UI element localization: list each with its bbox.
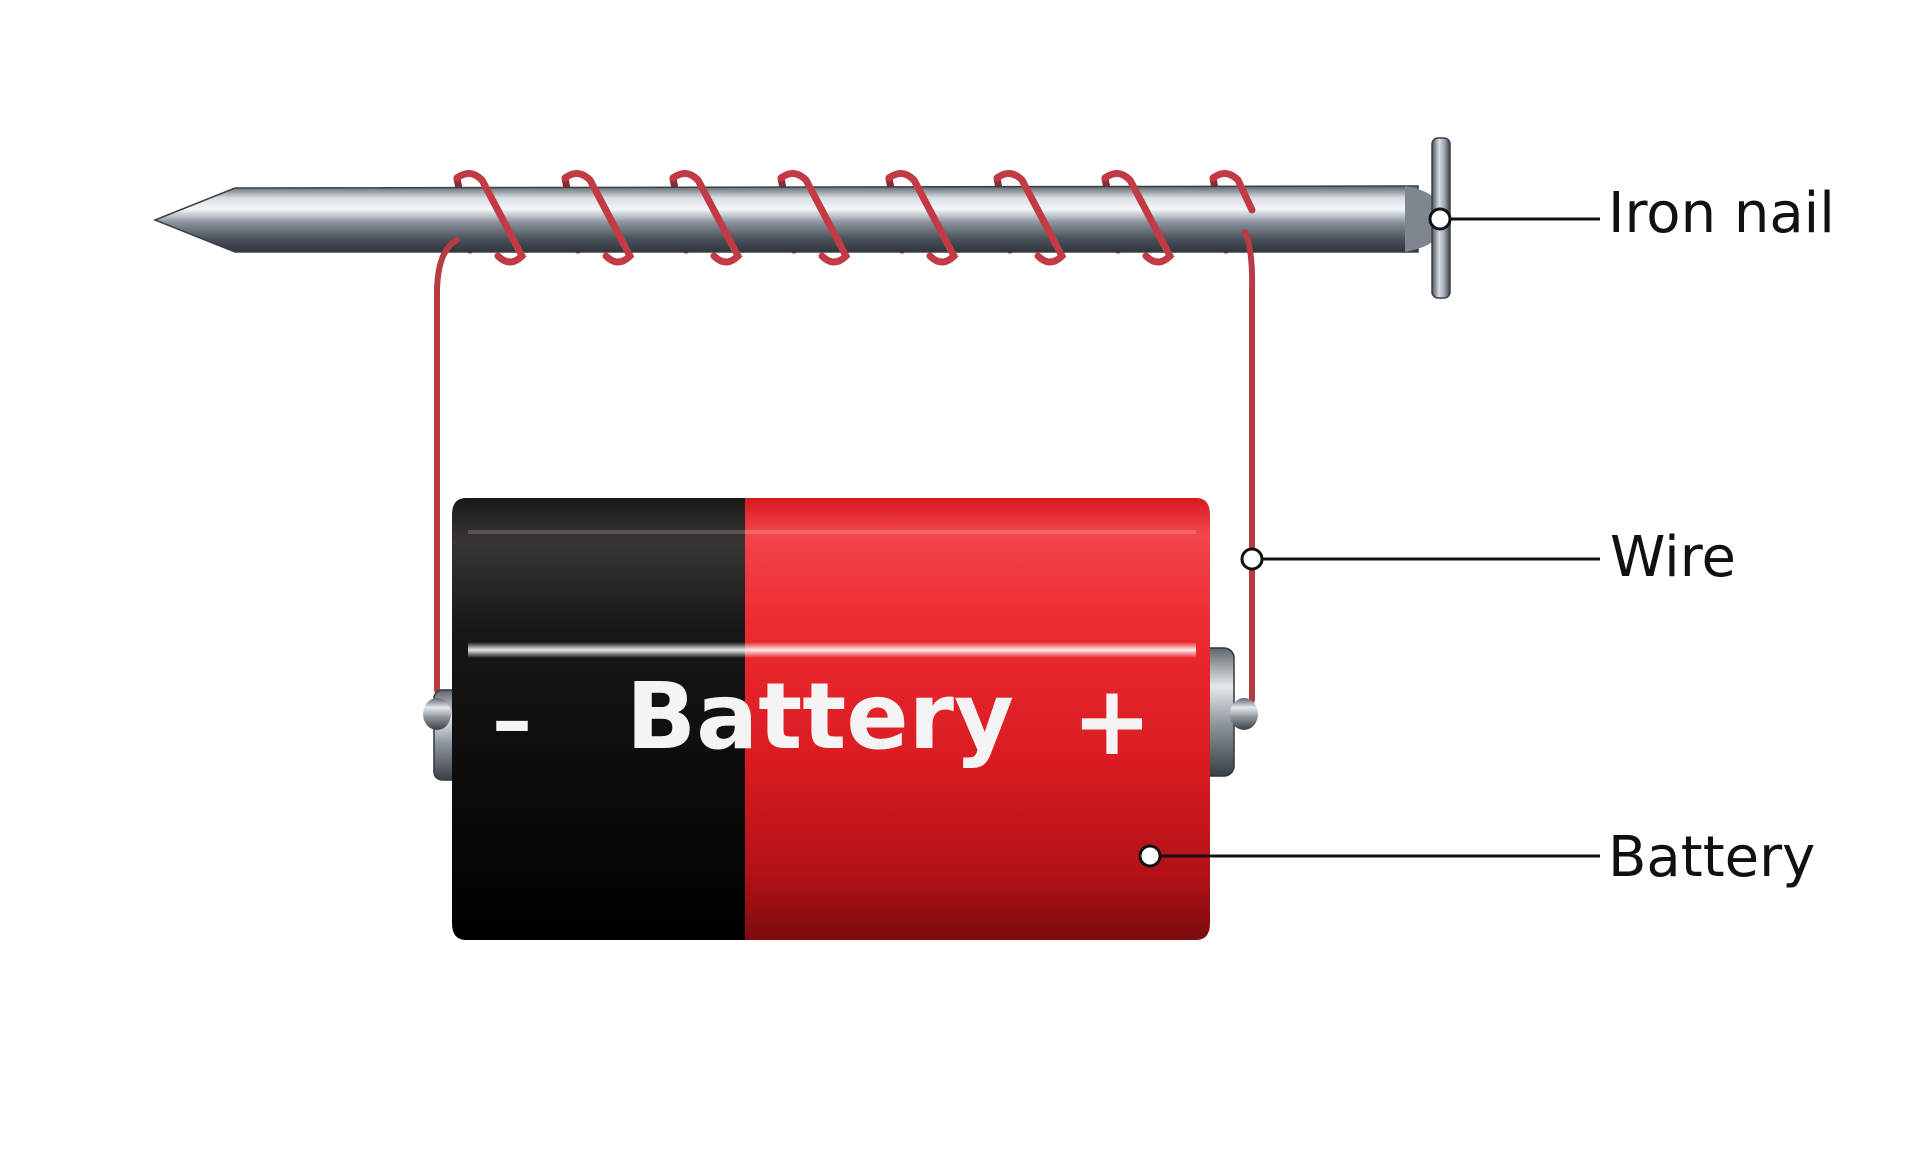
battery-body-red (745, 498, 1210, 940)
battery-negative-symbol: – (492, 674, 532, 767)
wire-lead-positive (1242, 229, 1256, 703)
leader-dot-nail (1428, 207, 1452, 231)
solder-negative (423, 698, 451, 730)
battery: – Battery + (423, 498, 1258, 940)
label-wire: Wire (1610, 525, 1736, 590)
leader-dots (1138, 207, 1452, 868)
battery-positive-symbol: + (1072, 665, 1152, 777)
battery-body-black (452, 498, 745, 940)
wire-leads (434, 229, 1256, 703)
battery-shine (468, 642, 1196, 658)
solder-positive (1230, 698, 1258, 730)
label-battery: Battery (1608, 825, 1816, 890)
leader-dot-battery (1138, 844, 1162, 868)
wire-lead-negative (434, 237, 460, 693)
leader-lines (1150, 217, 1600, 858)
nail-neck (1405, 186, 1432, 252)
label-iron-nail: Iron nail (1608, 181, 1835, 246)
iron-nail (152, 137, 1451, 299)
battery-reflection (468, 530, 1196, 534)
nail-shaft (152, 185, 1419, 253)
coil-front (453, 170, 1256, 266)
battery-brand-text: Battery (626, 663, 1014, 770)
leader-dot-wire (1240, 547, 1264, 571)
